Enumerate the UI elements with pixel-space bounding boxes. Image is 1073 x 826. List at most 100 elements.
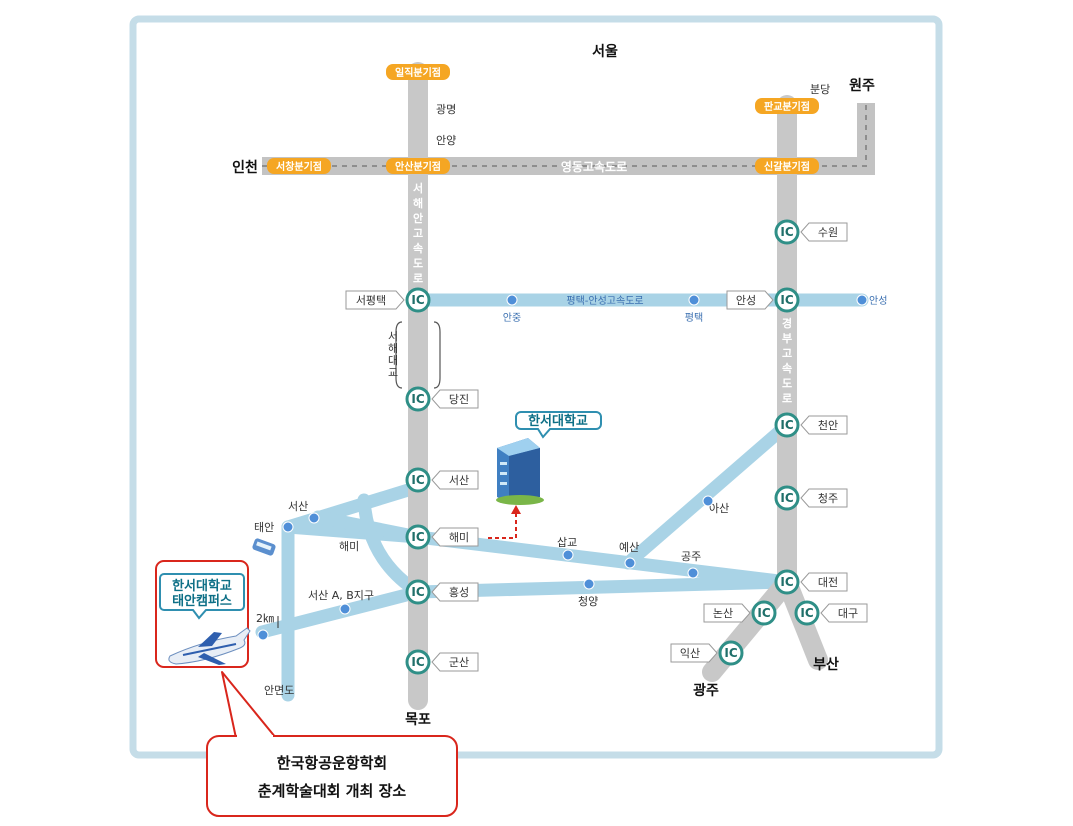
svg-text:판교분기점: 판교분기점 bbox=[764, 100, 810, 113]
yeongdong-expressway bbox=[262, 103, 875, 175]
place-dots bbox=[257, 294, 868, 641]
place-asan: 아산 bbox=[709, 502, 729, 515]
ic-tag-label: 대전 bbox=[818, 576, 838, 589]
ic-tag-label: 서평택 bbox=[356, 294, 386, 307]
ic-label: IC bbox=[757, 606, 770, 620]
place-anseong: 안성 bbox=[869, 295, 887, 307]
ic-icon bbox=[774, 485, 800, 511]
gyeongbu-v-char: 도 bbox=[782, 377, 792, 390]
ic-label: IC bbox=[411, 530, 424, 544]
junction-seochang: 서창분기점 bbox=[267, 158, 331, 174]
seohaean-v-char: 안 bbox=[413, 211, 423, 225]
bridge-v-char: 서 bbox=[388, 330, 398, 343]
bridge-v-char: 해 bbox=[388, 341, 398, 355]
ic-label: IC bbox=[780, 293, 793, 307]
svg-text:안산분기점: 안산분기점 bbox=[395, 160, 441, 173]
ic-label: IC bbox=[780, 418, 793, 432]
ic-tag-label: 서산 bbox=[449, 474, 469, 487]
gyeongbu-v-char: 로 bbox=[782, 392, 792, 405]
yeongdong-label: 영동고속도로 bbox=[561, 159, 627, 174]
ic-icon bbox=[774, 287, 800, 313]
pyeongtaek-anseong-label: 평택-안성고속도로 bbox=[566, 295, 643, 307]
ic-icon bbox=[774, 412, 800, 438]
ic-icon bbox=[751, 600, 777, 626]
seohaean-v-char: 해 bbox=[413, 196, 423, 210]
ic-anseong: 안성 IC bbox=[726, 287, 800, 313]
university-label: 한서대학교 bbox=[528, 413, 588, 429]
conference-callout: 한국항공운항학회 춘계학술대회 개최 장소 bbox=[206, 671, 458, 817]
gyeongbu-v-char: 고 bbox=[782, 347, 792, 360]
city-busan: 부산 bbox=[813, 656, 839, 673]
ic-tag-label: 익산 bbox=[680, 647, 700, 660]
ic-label: IC bbox=[780, 225, 793, 239]
ic-tag-label: 안성 bbox=[736, 294, 756, 307]
place-sapgyo: 삽교 bbox=[557, 536, 577, 549]
ic-daejeon: 대전 IC bbox=[774, 569, 848, 595]
city-seoul: 서울 bbox=[592, 43, 618, 60]
ic-label: IC bbox=[411, 293, 424, 307]
city-gwangju: 광주 bbox=[693, 682, 719, 699]
ic-icon bbox=[794, 600, 820, 626]
place-haemi: 해미 bbox=[339, 539, 359, 553]
ic-haemi: 해미 IC bbox=[405, 524, 479, 550]
distance-label: 2㎞ bbox=[256, 612, 274, 625]
university-marker: 한서대학교 bbox=[488, 411, 602, 539]
ic-icon bbox=[774, 569, 800, 595]
callout-line1: 한국항공운항학회 bbox=[277, 754, 387, 772]
ic-tag-label: 청주 bbox=[818, 492, 838, 505]
city-wonju: 원주 bbox=[849, 78, 875, 94]
ic-label: IC bbox=[780, 491, 793, 505]
map-frame bbox=[129, 15, 943, 759]
gyeongbu-v-char: 경 bbox=[782, 316, 792, 330]
campus-callout: 한서대학교 태안캠퍼스 bbox=[155, 560, 251, 668]
place-gongju: 공주 bbox=[681, 550, 701, 563]
callout-line2: 춘계학술대회 개최 장소 bbox=[258, 782, 407, 800]
svg-text:일직분기점: 일직분기점 bbox=[395, 66, 441, 79]
gyeongbu-v-char: 속 bbox=[782, 362, 792, 375]
airplane-icon bbox=[168, 627, 251, 665]
campus-label-line2: 태안캠퍼스 bbox=[172, 593, 232, 609]
ic-icon bbox=[405, 579, 431, 605]
place-seosan-ab: 서산 A, B지구 bbox=[308, 589, 374, 602]
place-anjung: 안중 bbox=[503, 312, 521, 324]
bus-icon bbox=[252, 538, 276, 556]
ic-label: IC bbox=[411, 655, 424, 669]
ic-dangjin: 당진 IC bbox=[405, 386, 479, 412]
place-bundang: 분당 bbox=[810, 83, 830, 96]
ic-label: IC bbox=[780, 575, 793, 589]
place-seosan: 서산 bbox=[288, 500, 308, 513]
ic-tag-label: 군산 bbox=[449, 656, 469, 669]
seohaean-v-char: 고 bbox=[413, 227, 423, 240]
place-taean: 태안 bbox=[254, 521, 274, 534]
ic-tag-label: 대구 bbox=[838, 607, 858, 620]
ic-tag-label: 해미 bbox=[449, 530, 469, 544]
junction-pangyo: 판교분기점 bbox=[755, 98, 819, 114]
ic-icon bbox=[774, 219, 800, 245]
ic-label: IC bbox=[411, 392, 424, 406]
seohaean-v-char: 로 bbox=[413, 272, 423, 285]
ic-tag-label: 수원 bbox=[818, 226, 838, 239]
ic-icon bbox=[405, 287, 431, 313]
ic-icon bbox=[405, 524, 431, 550]
ic-gunsan: 군산 IC bbox=[405, 649, 479, 675]
junction-singal: 신갈분기점 bbox=[755, 158, 819, 174]
seohaean-v-char: 도 bbox=[413, 257, 423, 270]
campus-label-line1: 한서대학교 bbox=[172, 578, 232, 594]
junction-ansan: 안산분기점 bbox=[386, 158, 450, 174]
junction-ilji: 일직분기점 bbox=[386, 64, 450, 80]
city-incheon: 인천 bbox=[232, 159, 258, 176]
ic-tag-label: 당진 bbox=[449, 393, 469, 406]
bridge-v-char: 교 bbox=[388, 366, 398, 379]
place-pyeongtaek: 평택 bbox=[685, 312, 703, 324]
ic-cheongju: 청주 IC bbox=[774, 485, 848, 511]
